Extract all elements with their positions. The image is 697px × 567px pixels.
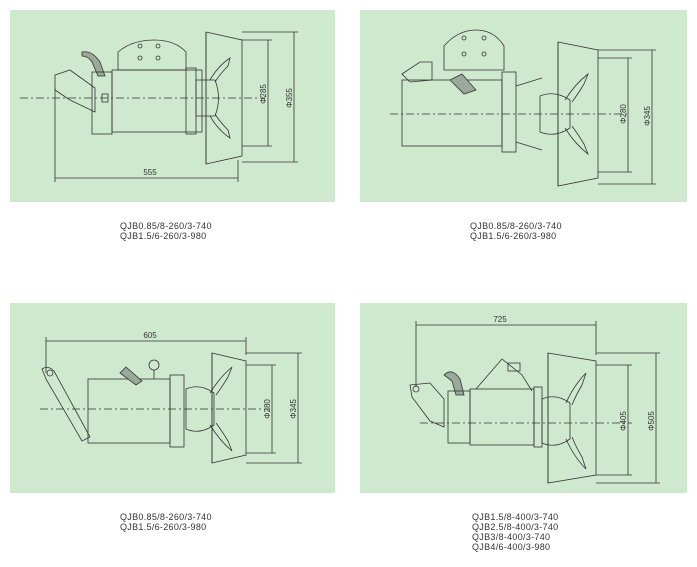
model-caption-2: QJB0.85/8-260/3-740 QJB1.5/6-260/3-980	[470, 221, 562, 241]
mixer-drawing-4	[409, 321, 660, 484]
model-label: QJB4/6-400/3-980	[472, 542, 551, 552]
model-caption-3: QJB0.85/8-260/3-740 QJB1.5/6-260/3-980	[120, 512, 212, 532]
diagram-panel-3: 605 Φ280 Φ345	[10, 303, 335, 493]
model-label: QJB3/8-400/3-740	[472, 532, 551, 542]
model-caption-4: QJB1.5/8-400/3-740 QJB2.5/8-400/3-740 QJ…	[472, 512, 558, 552]
model-label: QJB0.85/8-260/3-740	[120, 221, 212, 231]
model-label: QJB0.85/8-260/3-740	[470, 221, 562, 231]
mixer-drawing-2	[390, 29, 656, 187]
model-caption-1: QJB0.85/8-260/3-740 QJB1.5/6-260/3-980	[120, 221, 212, 241]
diagram-panel-4: 725 Φ405 Φ505	[360, 303, 687, 493]
model-label: QJB2.5/8-400/3-740	[472, 522, 559, 532]
model-label: QJB1.5/6-260/3-980	[120, 231, 207, 241]
mixer-drawing-3	[40, 337, 302, 464]
model-label: QJB1.5/8-400/3-740	[472, 512, 559, 522]
diagram-panel-2: Φ280 Φ345	[360, 10, 687, 202]
model-label: QJB0.85/8-260/3-740	[120, 512, 212, 522]
model-label: QJB1.5/6-260/3-980	[470, 231, 557, 241]
diagram-panel-1: 555 Φ285 Φ355	[10, 10, 335, 202]
model-label: QJB1.5/6-260/3-980	[120, 522, 207, 532]
mixer-drawing-1	[20, 31, 298, 182]
